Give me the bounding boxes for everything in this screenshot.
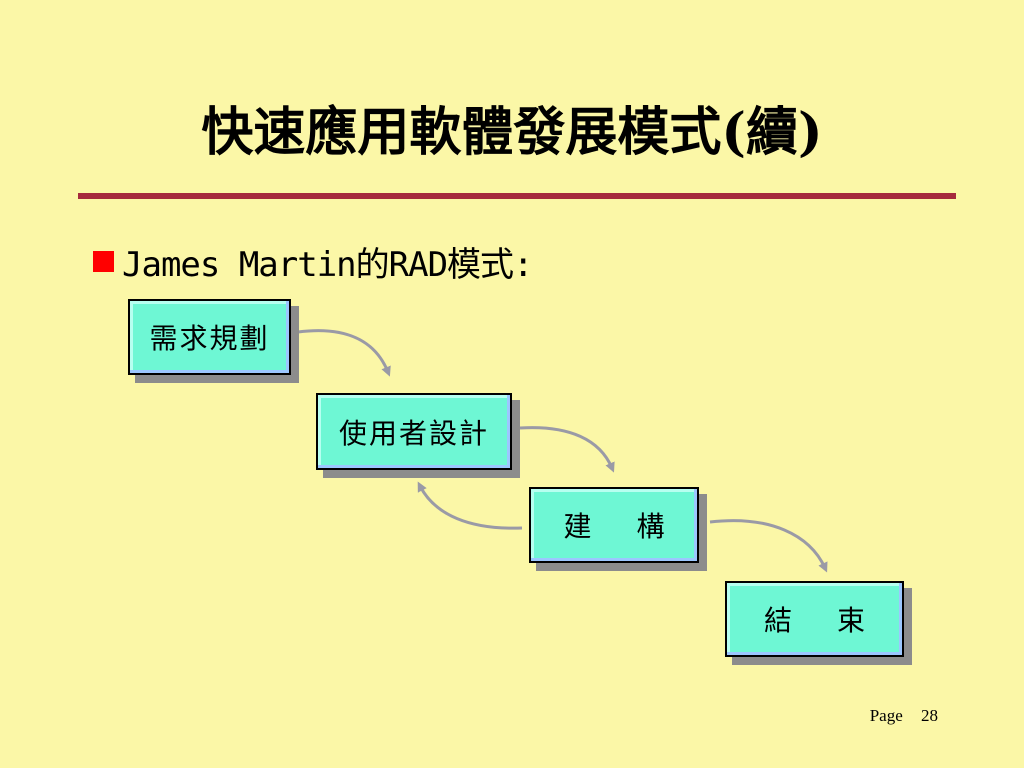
step-box-cutover: 結 束 — [725, 581, 904, 657]
arrow-planning-to-design — [297, 329, 391, 377]
bullet-text: James Martin的RAD模式: — [122, 244, 534, 285]
step-box-user-design: 使用者設計 — [316, 393, 512, 470]
arrow-design-to-build — [519, 426, 615, 473]
page-number: 28 — [921, 706, 938, 725]
square-bullet-icon — [93, 250, 114, 272]
page-footer: Page 28 — [870, 706, 938, 726]
step-box-construction: 建 構 — [529, 487, 699, 563]
bullet-item: James Martin的RAD模式: — [93, 233, 534, 289]
slide-title: 快速應用軟體發展模式(續) — [201, 102, 823, 163]
title-divider — [78, 193, 956, 199]
step-box-requirements-planning: 需求規劃 — [128, 299, 291, 375]
arrow-build-to-design — [417, 481, 523, 530]
page-label: Page — [869, 706, 903, 725]
arrow-build-to-end — [709, 519, 828, 573]
